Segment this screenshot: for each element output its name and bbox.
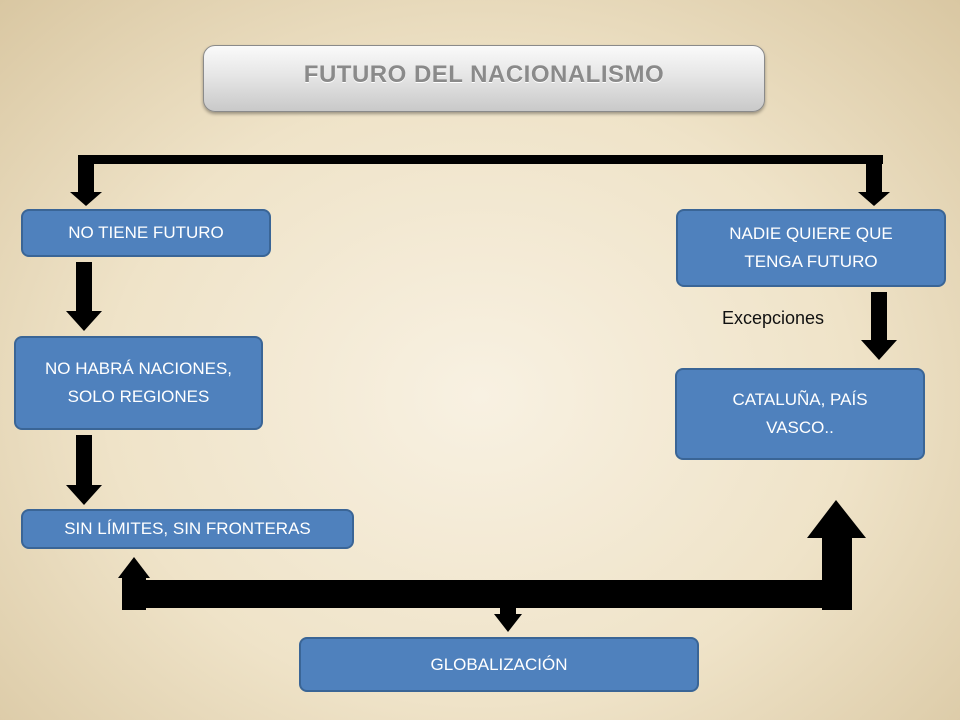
top-left-arrowhead (70, 192, 102, 206)
bottom-left-arrowhead (118, 557, 150, 578)
top-bar (78, 155, 883, 164)
left-arrow-1-head (66, 311, 102, 331)
title-box: FUTURO DEL NACIONALISMO (203, 45, 765, 112)
box-nadie-quiere: NADIE QUIERE QUE TENGA FUTURO (676, 209, 946, 287)
top-left-stem (78, 155, 94, 195)
bottom-center-arrowhead (494, 614, 522, 632)
box-no-habra-naciones: NO HABRÁ NACIONES, SOLO REGIONES (14, 336, 263, 430)
bottom-right-arrowhead (807, 500, 866, 538)
left-arrow-1-stem (76, 262, 92, 311)
diagram-title: FUTURO DEL NACIONALISMO (303, 60, 665, 88)
box-cataluna: CATALUÑA, PAÍS VASCO.. (675, 368, 925, 460)
bottom-left-stem (122, 578, 146, 610)
box-no-tiene-futuro: NO TIENE FUTURO (21, 209, 271, 257)
box-cataluna-label: CATALUÑA, PAÍS VASCO.. (732, 390, 868, 437)
right-arrow-stem (871, 292, 887, 340)
left-arrow-2-head (66, 485, 102, 505)
box-globalizacion: GLOBALIZACIÓN (299, 637, 699, 692)
box-nadie-quiere-label: NADIE QUIERE QUE TENGA FUTURO (729, 224, 893, 271)
right-arrow-head (861, 340, 897, 360)
left-arrow-2-stem (76, 435, 92, 485)
box-no-habra-naciones-label: NO HABRÁ NACIONES, SOLO REGIONES (44, 359, 233, 406)
bottom-bar (122, 580, 852, 608)
box-globalizacion-label: GLOBALIZACIÓN (430, 654, 568, 674)
box-sin-limites-label: SIN LÍMITES, SIN FRONTERAS (64, 519, 311, 538)
box-no-tiene-futuro-label: NO TIENE FUTURO (68, 223, 224, 242)
top-right-arrowhead (858, 192, 890, 206)
bottom-right-stem (822, 538, 852, 610)
excepciones-label: Excepciones (722, 308, 825, 328)
top-right-stem (866, 155, 882, 195)
box-sin-limites: SIN LÍMITES, SIN FRONTERAS (21, 509, 354, 549)
